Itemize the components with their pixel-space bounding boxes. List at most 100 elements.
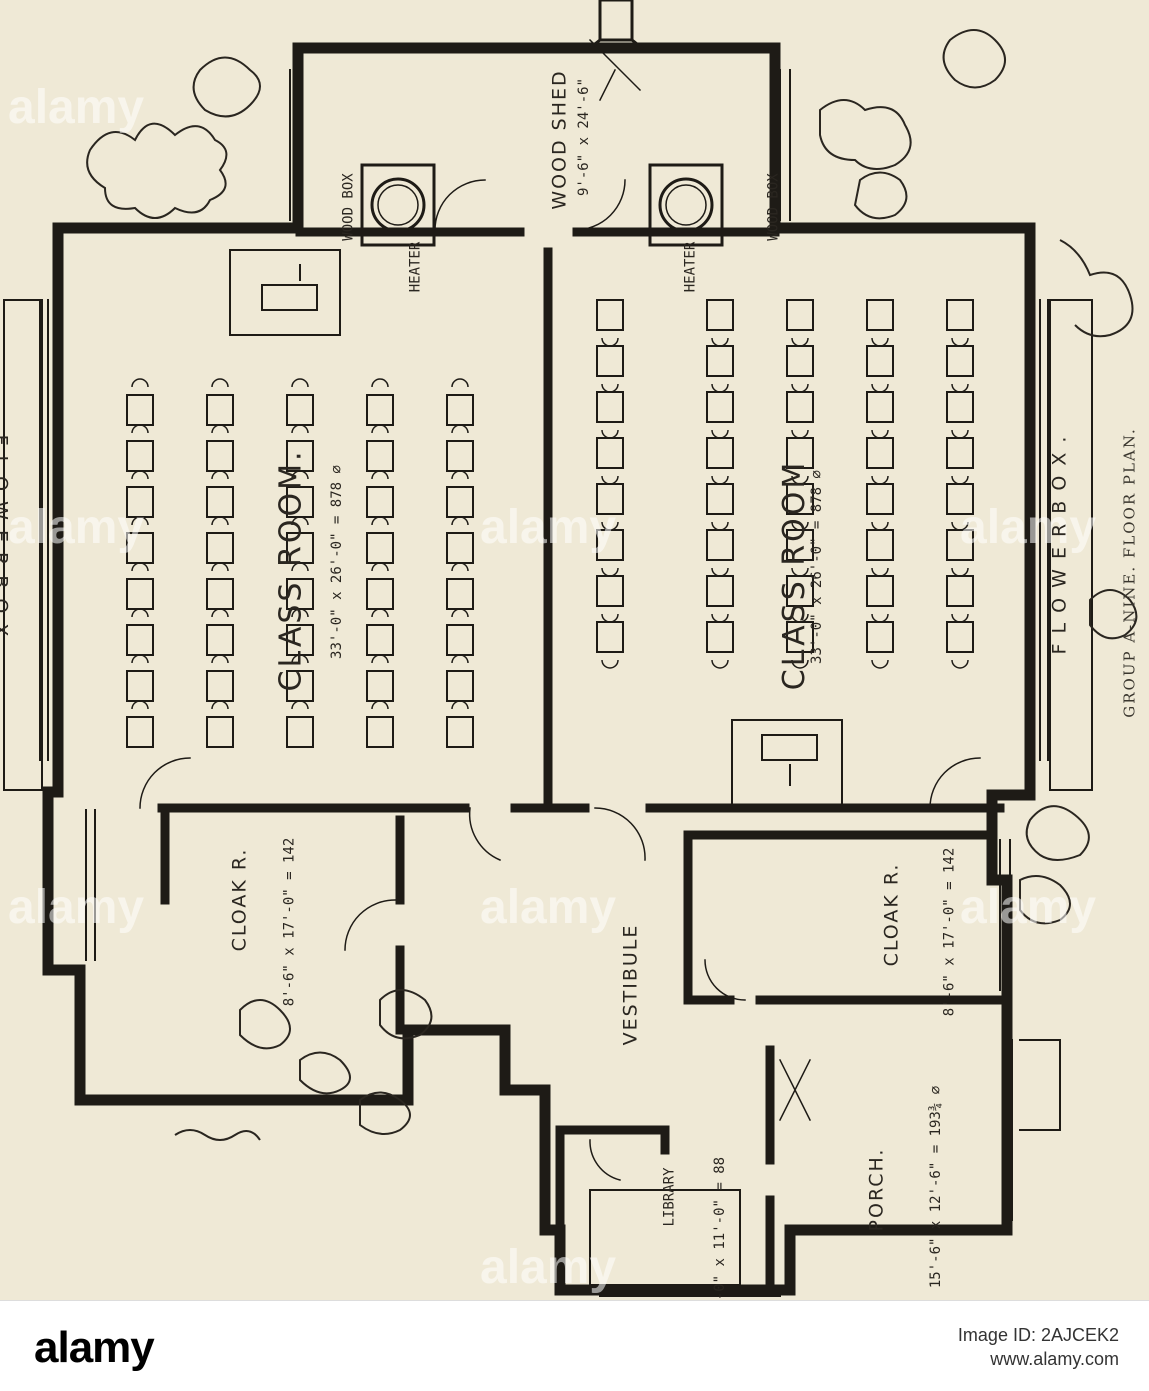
pupil-desk: [866, 529, 894, 561]
pupil-seat: [211, 654, 229, 664]
pupil-desk: [366, 394, 394, 426]
image-id: Image ID: 2AJCEK2: [957, 1325, 1119, 1345]
pupil-desk: [706, 345, 734, 377]
pupil-desk: [596, 483, 624, 515]
pupil-desk: [786, 391, 814, 423]
pupil-desk: [366, 670, 394, 702]
pupil-seat: [951, 567, 969, 577]
pupil-seat: [451, 654, 469, 664]
pupil-seat: [711, 567, 729, 577]
library-name: LIBRARY: [661, 1167, 678, 1227]
pupil-seat: [371, 562, 389, 572]
pupil-seat: [711, 337, 729, 347]
floor-plan-drawing: [3, 0, 1138, 1297]
pupil-seat: [371, 700, 389, 710]
pupil-seat: [871, 659, 889, 669]
pupil-seat: [871, 337, 889, 347]
pupil-desk: [706, 437, 734, 469]
pupil-seat: [211, 562, 229, 572]
pupil-seat: [291, 470, 309, 480]
pupil-seat: [951, 613, 969, 623]
pupil-desk: [866, 391, 894, 423]
pupil-seat: [601, 567, 619, 577]
pupil-desk: [946, 391, 974, 423]
pupil-desk: [946, 483, 974, 515]
pupil-desk: [446, 624, 474, 656]
watermark: alamy: [8, 81, 145, 134]
porch-name: PORCH.: [865, 1147, 888, 1232]
pupil-desk: [706, 299, 734, 331]
pupil-seat: [211, 378, 229, 388]
pupil-seat: [871, 475, 889, 485]
pupil-desk: [596, 345, 624, 377]
pupil-desk: [706, 575, 734, 607]
teacher-desk-left: [229, 249, 341, 336]
desk-group-right: [596, 299, 974, 669]
pupil-seat: [711, 521, 729, 531]
woodshed-name: WOOD SHED: [548, 69, 571, 210]
classroom-left-dims: 33'-0" x 26'-0" = 878 ⌀: [328, 465, 345, 659]
vestibule-name: VESTIBULE: [619, 923, 642, 1046]
pupil-seat: [601, 337, 619, 347]
pupil-desk: [446, 486, 474, 518]
pupil-seat: [951, 337, 969, 347]
pupil-desk: [866, 483, 894, 515]
pupil-desk: [286, 716, 314, 748]
cloak-left-dims: 8'-6" x 17'-0" = 142: [281, 837, 298, 1007]
pupil-desk: [786, 621, 814, 653]
heater-right-label: HEATER: [682, 241, 699, 293]
cloak-right-dims: 8'-6" x 17'-0" = 142: [941, 847, 958, 1017]
pupil-desk: [366, 578, 394, 610]
pupil-desk: [366, 486, 394, 518]
pupil-desk: [946, 437, 974, 469]
watermark: alamy: [480, 501, 617, 554]
pupil-desk: [596, 575, 624, 607]
pupil-desk: [706, 391, 734, 423]
classroom-left-name: CLASS ROOM.: [273, 448, 309, 692]
pupil-desk: [786, 345, 814, 377]
pupil-seat: [711, 475, 729, 485]
pupil-seat: [131, 470, 149, 480]
alamy-logo: alamy: [34, 1323, 155, 1372]
pupil-desk: [596, 621, 624, 653]
flower-box-left-label: F L O W E R B O X .: [0, 435, 11, 655]
pupil-seat: [451, 700, 469, 710]
pupil-desk: [706, 529, 734, 561]
pupil-seat: [291, 378, 309, 388]
pupil-desk: [206, 394, 234, 426]
pupil-seat: [601, 613, 619, 623]
watermark: alamy: [960, 501, 1097, 554]
wood-box-right-label: WOOD BOX: [765, 173, 782, 241]
wood-box-left-label: WOOD BOX: [340, 173, 357, 241]
pupil-seat: [131, 608, 149, 618]
flower-box-right: [1049, 299, 1093, 791]
pupil-seat: [951, 383, 969, 393]
interior-walls: [157, 227, 1005, 1295]
pupil-desk: [206, 578, 234, 610]
pupil-seat: [791, 383, 809, 393]
pupil-desk: [596, 299, 624, 331]
pupil-seat: [371, 654, 389, 664]
pupil-seat: [371, 608, 389, 618]
pupil-desk: [206, 532, 234, 564]
pupil-desk: [446, 716, 474, 748]
pupil-seat: [131, 516, 149, 526]
pupil-desk: [446, 532, 474, 564]
pupil-desk: [206, 624, 234, 656]
pupil-seat: [371, 516, 389, 526]
pupil-seat: [601, 659, 619, 669]
pupil-seat: [871, 567, 889, 577]
pupil-desk: [206, 440, 234, 472]
pupil-desk: [126, 624, 154, 656]
cloak-right-name: CLOAK R.: [880, 862, 903, 967]
floor-plan-sheet: alamy alamy alamy alamy alamy alamy alam…: [0, 0, 1149, 1300]
pupil-desk: [446, 670, 474, 702]
pupil-seat: [291, 424, 309, 434]
pupil-desk: [206, 716, 234, 748]
classroom-right-name: CLASS ROOM: [777, 459, 813, 691]
pupil-desk: [366, 716, 394, 748]
door-swings: [139, 38, 981, 1181]
watermark: alamy: [8, 881, 145, 934]
pupil-seat: [291, 562, 309, 572]
pupil-desk: [706, 621, 734, 653]
